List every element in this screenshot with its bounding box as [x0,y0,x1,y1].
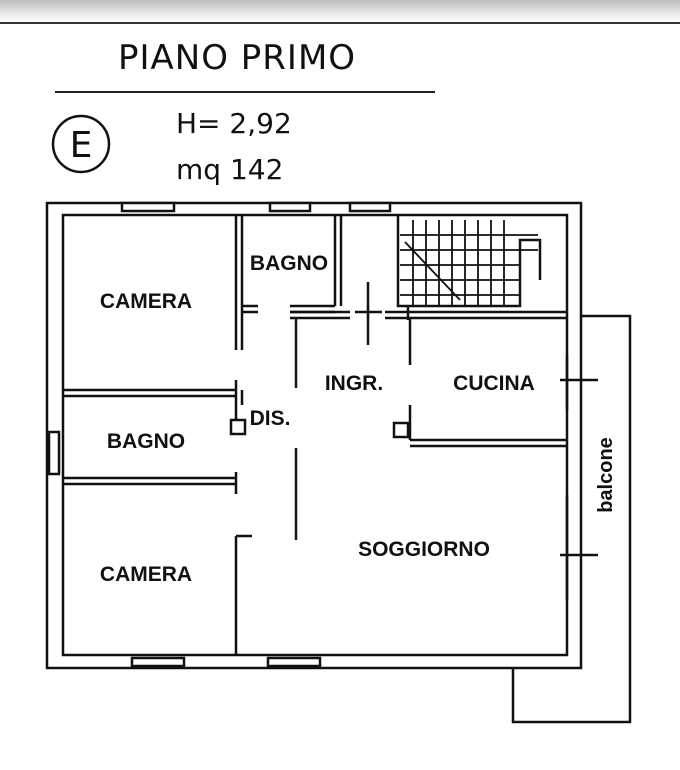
room-soggiorno: SOGGIORNO [358,538,490,561]
room-disimpegno: DIS. [250,407,291,430]
column [392,421,410,439]
title-underline [55,91,435,93]
room-camera-top: CAMERA [100,290,192,313]
stair-treads [400,220,538,306]
room-bagno-top: BAGNO [250,252,328,275]
room-ingresso: INGR. [325,372,383,395]
column [229,418,247,436]
energy-class-letter: E [70,125,93,166]
window [348,201,392,213]
floor-title: PIANO PRIMO [118,38,357,78]
outer-wall [45,201,583,670]
window [47,430,61,476]
wall-ingresso-cucina [408,318,567,448]
room-balcone: balcone [595,437,617,513]
ceiling-height: H= 2,92 [176,107,292,140]
top-border [0,0,680,24]
wall-left-rooms-right [234,380,252,655]
room-bagno-left: BAGNO [107,430,185,453]
door-swing [355,282,382,345]
room-cucina: CUCINA [453,372,535,395]
wall-bagno-top [242,304,335,314]
energy-class-badge: E [51,114,111,174]
balcony-outline [511,314,632,724]
room-camera-bottom: CAMERA [100,563,192,586]
wall-camera-top [63,388,236,398]
window [130,656,186,668]
stair-outline [396,215,542,320]
wall-ingresso-top [290,310,567,320]
window [266,656,322,668]
wall-bagno-left [63,472,238,494]
window [120,201,176,213]
window [268,201,312,213]
floor-area: mq 142 [176,153,284,186]
inner-wall-line [61,213,569,657]
wall-bagno-top-right [333,215,343,306]
wall-camera-top-right [234,215,244,350]
